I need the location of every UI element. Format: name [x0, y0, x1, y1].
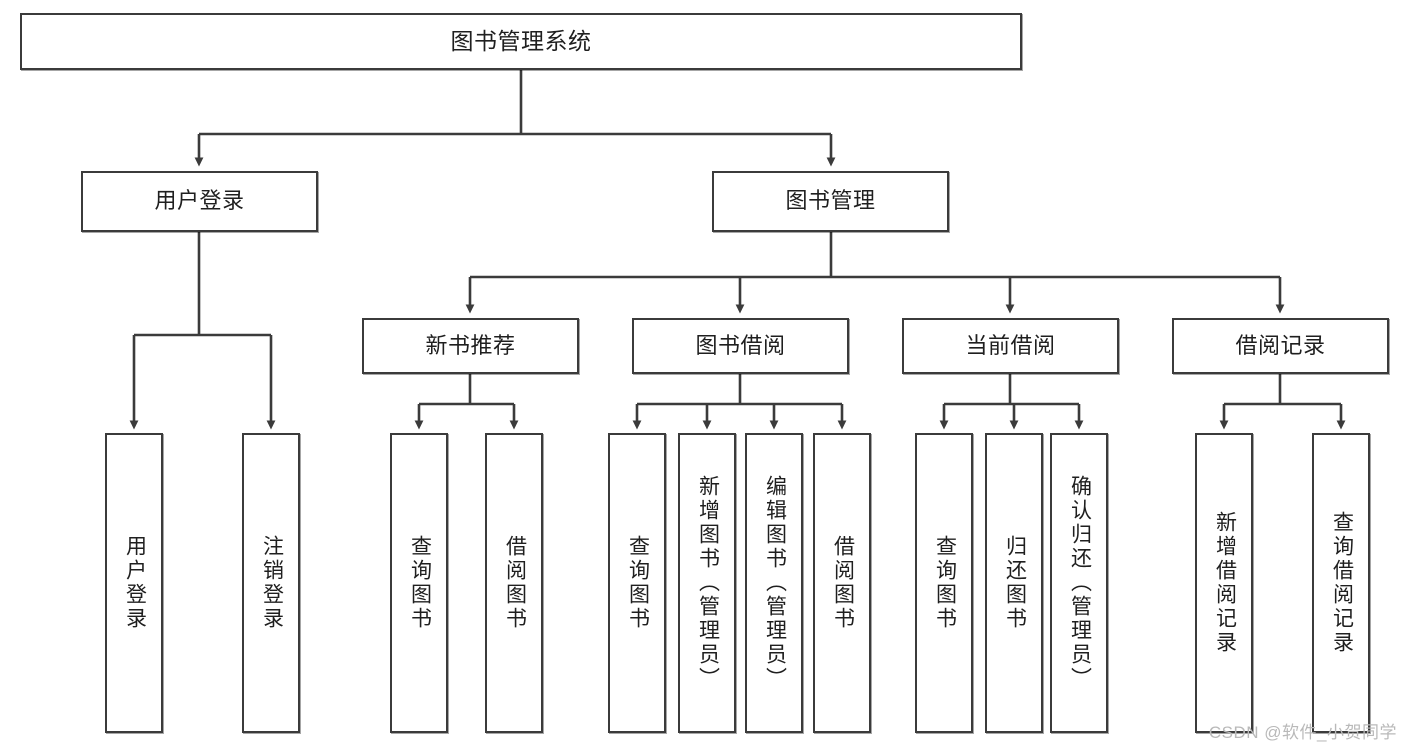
node-label: 当前借阅 — [965, 332, 1056, 358]
leaf-book-borrow-lend[interactable]: 借阅图书 — [813, 433, 871, 733]
node-label: 用户登录 — [154, 188, 245, 214]
node-borrow-record[interactable]: 借阅记录 — [1172, 318, 1389, 374]
node-label: 注销登录 — [260, 535, 284, 631]
leaf-new-book-borrow[interactable]: 借阅图书 — [485, 433, 543, 733]
node-label: 查询借阅记录 — [1330, 511, 1354, 655]
node-label: 归还图书 — [1003, 535, 1027, 631]
node-book-management[interactable]: 图书管理 — [712, 171, 949, 232]
node-label: 图书管理系统 — [450, 27, 592, 54]
node-label: 新增图书（管理员） — [696, 475, 720, 691]
leaf-borrow-record-query[interactable]: 查询借阅记录 — [1312, 433, 1370, 733]
leaf-current-borrow-confirm-return[interactable]: 确认归还（管理员） — [1050, 433, 1108, 733]
node-book-borrow[interactable]: 图书借阅 — [632, 318, 849, 374]
leaf-book-borrow-query[interactable]: 查询图书 — [608, 433, 666, 733]
leaf-user-login-signin[interactable]: 用户登录 — [105, 433, 163, 733]
node-label: 编辑图书（管理员） — [763, 475, 787, 691]
node-label: 查询图书 — [408, 535, 432, 631]
watermark-text: CSDN @软件_小贺同学 — [1208, 723, 1397, 742]
node-label: 图书管理 — [785, 188, 876, 214]
node-label: 借阅记录 — [1235, 332, 1326, 358]
node-root-system[interactable]: 图书管理系统 — [20, 13, 1022, 70]
node-label: 查询图书 — [933, 535, 957, 631]
leaf-book-borrow-edit[interactable]: 编辑图书（管理员） — [745, 433, 803, 733]
leaf-book-borrow-add[interactable]: 新增图书（管理员） — [678, 433, 736, 733]
leaf-user-login-signout[interactable]: 注销登录 — [242, 433, 300, 733]
leaf-current-borrow-return[interactable]: 归还图书 — [985, 433, 1043, 733]
node-label: 借阅图书 — [503, 535, 527, 631]
node-label: 借阅图书 — [831, 535, 855, 631]
leaf-borrow-record-add[interactable]: 新增借阅记录 — [1195, 433, 1253, 733]
leaf-current-borrow-query[interactable]: 查询图书 — [915, 433, 973, 733]
node-label: 用户登录 — [123, 535, 147, 631]
node-user-login[interactable]: 用户登录 — [81, 171, 318, 232]
node-label: 查询图书 — [626, 535, 650, 631]
node-label: 新书推荐 — [425, 332, 516, 358]
node-new-book-recommend[interactable]: 新书推荐 — [362, 318, 579, 374]
node-label: 新增借阅记录 — [1213, 511, 1237, 655]
node-current-borrow[interactable]: 当前借阅 — [902, 318, 1119, 374]
leaf-new-book-query[interactable]: 查询图书 — [390, 433, 448, 733]
node-label: 图书借阅 — [695, 332, 786, 358]
node-label: 确认归还（管理员） — [1068, 475, 1092, 691]
